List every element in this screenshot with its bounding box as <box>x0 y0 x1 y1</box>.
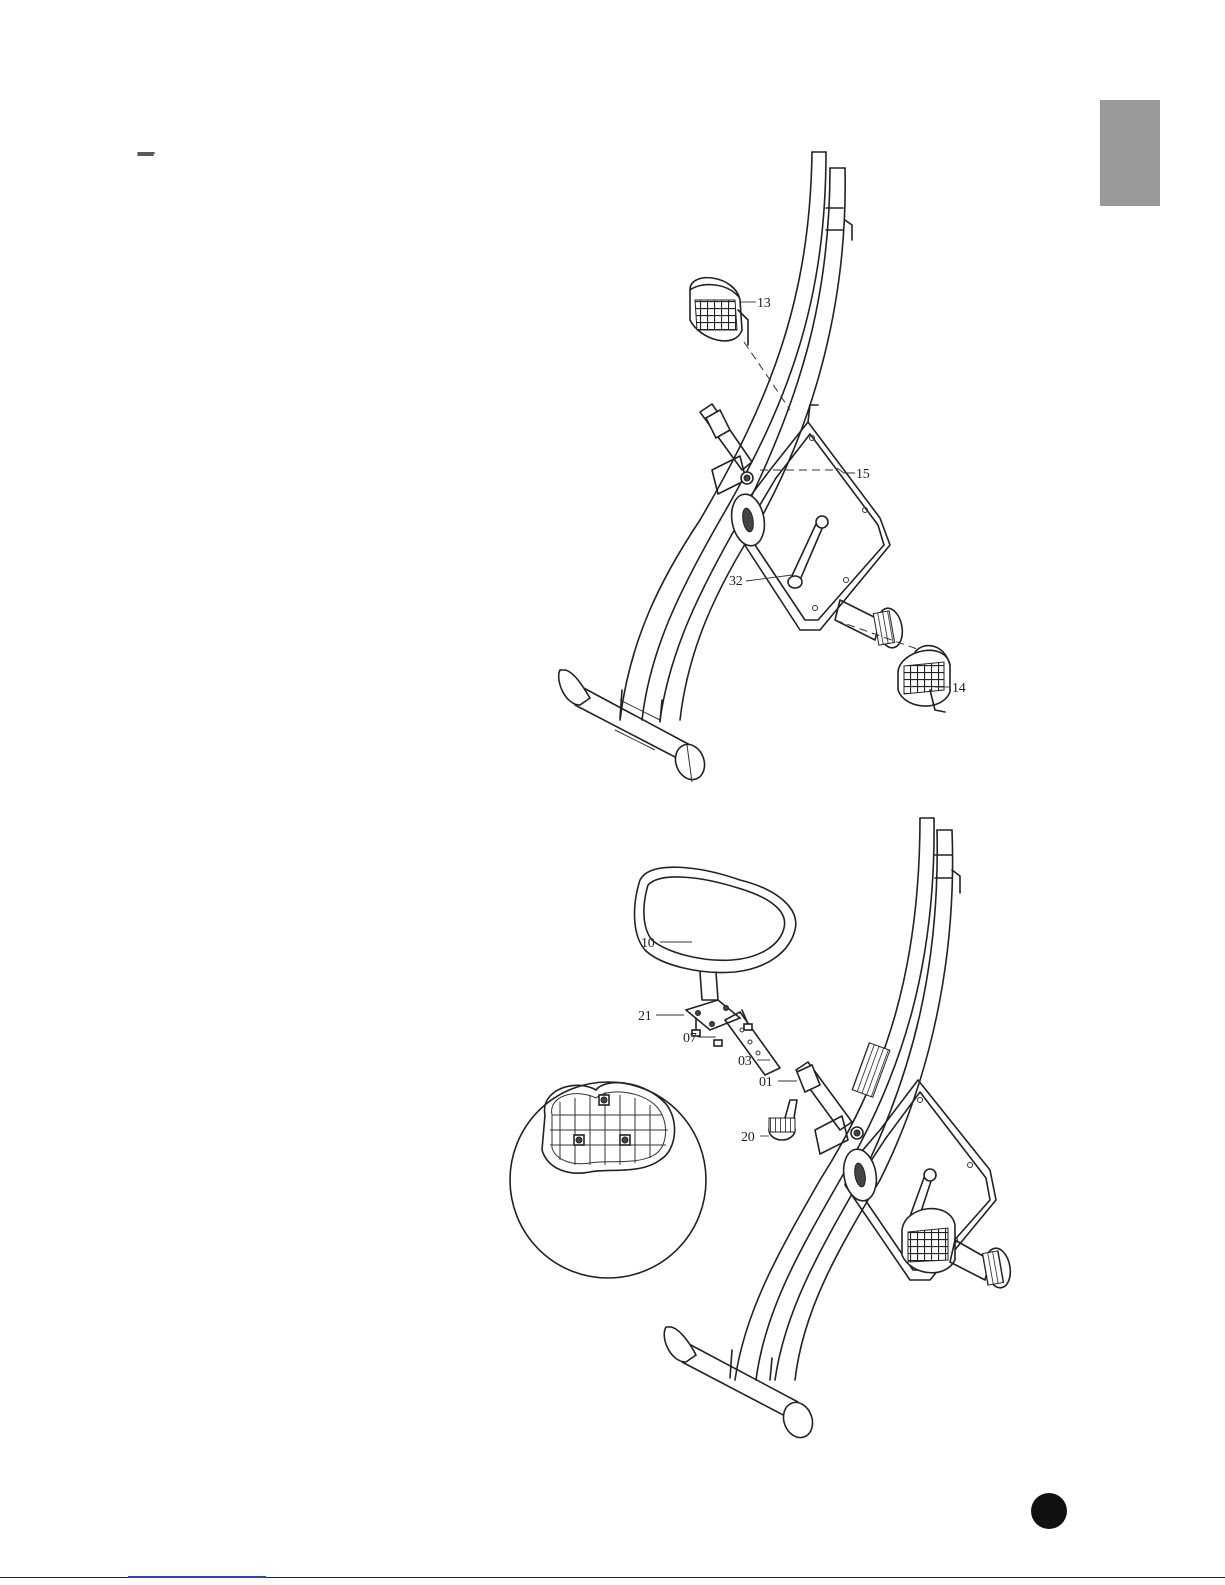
figure-1-clean <box>559 152 950 784</box>
part-label-01: 01 <box>759 1075 773 1090</box>
seat-10 <box>635 867 796 1000</box>
part-label-21: 21 <box>638 1009 652 1024</box>
page-number-dot <box>1031 1493 1067 1529</box>
knob-20 <box>769 1100 797 1140</box>
pedal-13 <box>690 278 790 410</box>
part-label-20: 20 <box>741 1130 755 1145</box>
part-label-03: 03 <box>738 1054 752 1069</box>
part-label-14: 14 <box>952 681 966 696</box>
part-label-15: 15 <box>856 467 870 482</box>
part-label-32: 32 <box>729 574 743 589</box>
part-label-07: 07 <box>683 1031 697 1046</box>
part-label-10: 10 <box>641 936 655 951</box>
pedal-14 <box>898 646 950 712</box>
figure-1-frame <box>0 0 406 276</box>
footer-link-underline[interactable] <box>128 1576 266 1578</box>
seat-underside-detail-circle <box>510 1082 706 1278</box>
figure-1-pedal-assembly <box>0 0 617 720</box>
part-label-13: 13 <box>757 296 771 311</box>
